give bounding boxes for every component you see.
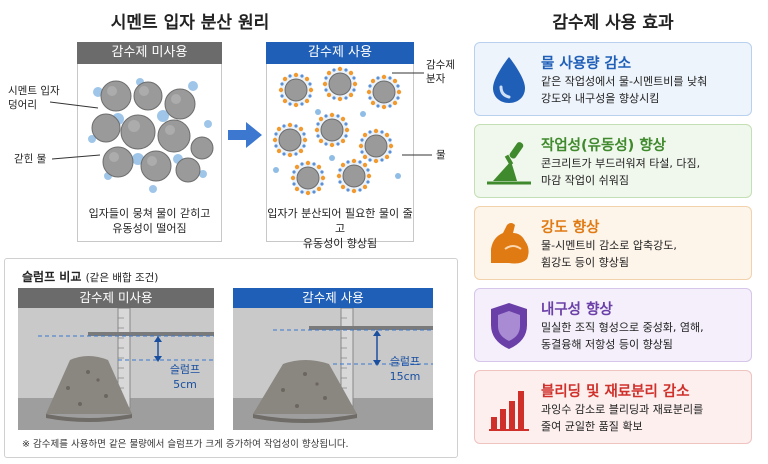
effect-desc: 같은 작업성에서 물-시멘트비를 낮춰 강도와 내구성을 향상시킴 (541, 75, 708, 105)
effect-card-workability: 작업성(유동성) 향상 콘크리트가 부드러워져 타설, 다짐, 마감 작업이 쉬… (474, 124, 752, 198)
label-cement-agglomerate: 시멘트 입자 덩어리 (8, 85, 60, 111)
right-title: 감수제 사용 효과 (552, 13, 674, 33)
water-pointer (402, 154, 432, 156)
effect-desc: 밀실한 조직 형성으로 중성화, 염해, 동결융해 저항성 등이 향상됨 (541, 321, 704, 351)
label-water: 물 (436, 149, 446, 161)
label-trapped-water: 갇힌 물 (14, 153, 47, 165)
slump-section-box (4, 258, 458, 458)
slump-with-value: 슬럼프 15cm (389, 355, 421, 383)
panel-with-caption: 입자가 분산되어 필요한 물이 줄고 유동성이 향상됨 (267, 207, 413, 250)
slump-without-value: 슬럼프 5cm (169, 363, 201, 391)
panel-without-caption: 입자들이 뭉쳐 물이 갇히고 유동성이 떨어짐 (88, 207, 211, 235)
agglomerate-pointer (50, 101, 99, 109)
effect-title: 작업성(유동성) 향상 (541, 138, 667, 154)
effect-card-strength: 강도 향상 물-시멘트비 감소로 압축강도, 휨강도 등이 향상됨 (474, 206, 752, 280)
effect-card-bleeding: 블리딩 및 재료분리 감소 과잉수 감소로 블리딩과 재료분리를 줄여 균일한 … (474, 370, 752, 444)
panel-without-header: 감수제 미사용 (77, 42, 222, 64)
water-drop-icon (493, 57, 525, 103)
trowel-icon (487, 142, 531, 185)
effect-title: 강도 향상 (541, 220, 600, 236)
label-admixture-molecule: 감수제 분자 (426, 59, 455, 85)
effect-desc: 과잉수 감소로 블리딩과 재료분리를 줄여 균일한 품질 확보 (541, 403, 704, 433)
slump-note: ※ 감수제를 사용하면 같은 물량에서 슬럼프가 크게 증가하여 작업성이 향상… (22, 439, 349, 450)
effect-card-durability: 내구성 향상 밀실한 조직 형성으로 중성화, 염해, 동결융해 저항성 등이 … (474, 288, 752, 362)
effect-title: 내구성 향상 (541, 302, 613, 318)
panel-with-header: 감수제 사용 (266, 42, 414, 64)
slump-test-without-photo (18, 308, 214, 430)
slump-with-header: 감수제 사용 (233, 288, 433, 308)
slump-test-with-photo (233, 308, 433, 430)
effect-title: 물 사용량 감소 (541, 56, 632, 72)
shield-icon (491, 303, 527, 349)
agglomerated-particles-illustration (88, 78, 214, 193)
dispersed-particles-illustration (272, 66, 402, 196)
trapped-water-pointer (52, 154, 101, 160)
admixture-pointer (392, 72, 424, 74)
effect-title: 블리딩 및 재료분리 감소 (541, 384, 690, 400)
muscle-arm-icon (491, 223, 529, 264)
effect-card-water-reduction: 물 사용량 감소 같은 작업성에서 물-시멘트비를 낮춰 강도와 내구성을 향상… (474, 42, 752, 116)
slump-title: 슬럼프 비교 (같은 배합 조건) (22, 270, 159, 284)
slump-without-header: 감수제 미사용 (18, 288, 214, 308)
effect-desc: 콘크리트가 부드러워져 타설, 다짐, 마감 작업이 쉬워짐 (541, 157, 701, 187)
effect-desc: 물-시멘트비 감소로 압축강도, 휨강도 등이 향상됨 (541, 239, 677, 269)
transition-arrow (228, 122, 262, 148)
bar-chart-icon (489, 391, 529, 431)
left-title: 시멘트 입자 분산 원리 (110, 13, 270, 33)
slump-subtitle: (같은 배합 조건) (85, 272, 159, 284)
